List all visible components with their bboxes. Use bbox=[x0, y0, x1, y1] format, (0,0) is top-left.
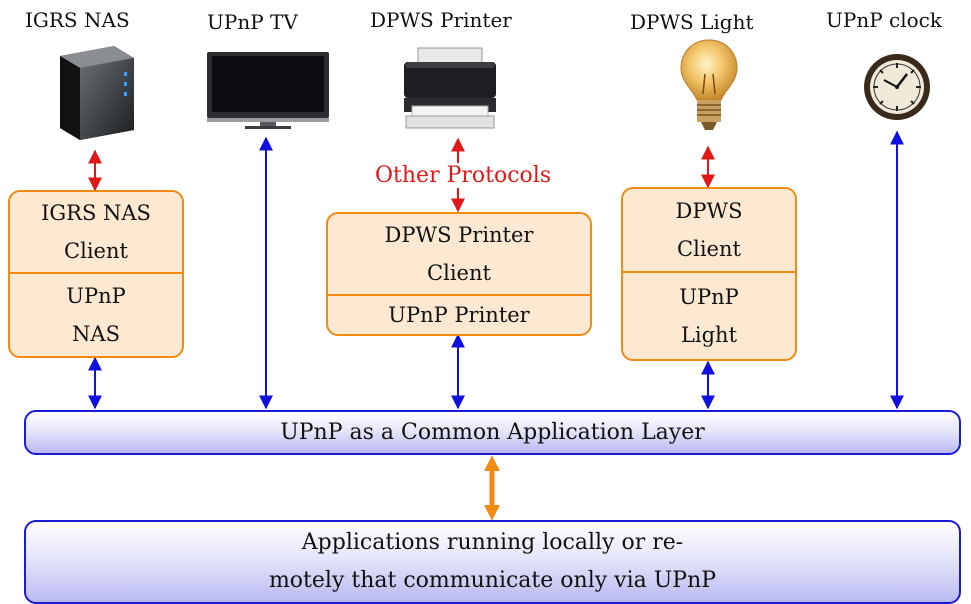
device-label-igrs-nas: IGRS NAS bbox=[25, 8, 130, 32]
box-line: IGRS NAS bbox=[41, 201, 151, 225]
dpws-printer-client-section: DPWS Printer Client bbox=[328, 214, 590, 294]
device-label-upnp-tv: UPnP TV bbox=[207, 10, 298, 34]
box-line: UPnP bbox=[679, 285, 739, 309]
box-line: UPnP bbox=[66, 284, 126, 308]
box-line: UPnP Printer bbox=[388, 303, 530, 327]
igrs-nas-client-section: IGRS NAS Client bbox=[10, 192, 182, 272]
other-protocols-label: Other Protocols bbox=[373, 163, 554, 188]
box-line: Client bbox=[427, 261, 491, 285]
nas-icon bbox=[60, 46, 134, 140]
tv-icon bbox=[207, 52, 329, 129]
device-label-dpws-light: DPWS Light bbox=[630, 10, 754, 34]
device-label-dpws-printer: DPWS Printer bbox=[370, 8, 512, 32]
applications-label-line: Applications running locally or re- bbox=[301, 530, 684, 555]
common-application-layer: UPnP as a Common Application Layer bbox=[24, 410, 961, 455]
upnp-light-section: UPnP Light bbox=[623, 271, 795, 359]
light-adapter-box: DPWS Client UPnP Light bbox=[621, 187, 797, 361]
nas-adapter-box: IGRS NAS Client UPnP NAS bbox=[8, 190, 184, 358]
applications-label-line: motely that communicate only via UPnP bbox=[268, 568, 717, 593]
box-line: Client bbox=[64, 239, 128, 263]
box-line: DPWS Printer bbox=[384, 223, 534, 247]
upnp-printer-section: UPnP Printer bbox=[328, 294, 590, 334]
light-bulb-icon bbox=[680, 39, 738, 130]
upnp-nas-section: UPnP NAS bbox=[10, 272, 182, 356]
printer-icon bbox=[404, 47, 496, 129]
printer-adapter-box: DPWS Printer Client UPnP Printer bbox=[326, 212, 592, 336]
box-line: DPWS bbox=[675, 199, 743, 223]
device-label-upnp-clock: UPnP clock bbox=[826, 8, 942, 32]
applications-layer: Applications running locally or re- mote… bbox=[24, 520, 961, 604]
box-line: Light bbox=[680, 323, 738, 347]
dpws-client-section: DPWS Client bbox=[623, 189, 795, 271]
box-line: NAS bbox=[72, 322, 120, 346]
clock-icon bbox=[864, 54, 930, 120]
box-line: Client bbox=[677, 237, 741, 261]
common-layer-label: UPnP as a Common Application Layer bbox=[280, 419, 705, 445]
